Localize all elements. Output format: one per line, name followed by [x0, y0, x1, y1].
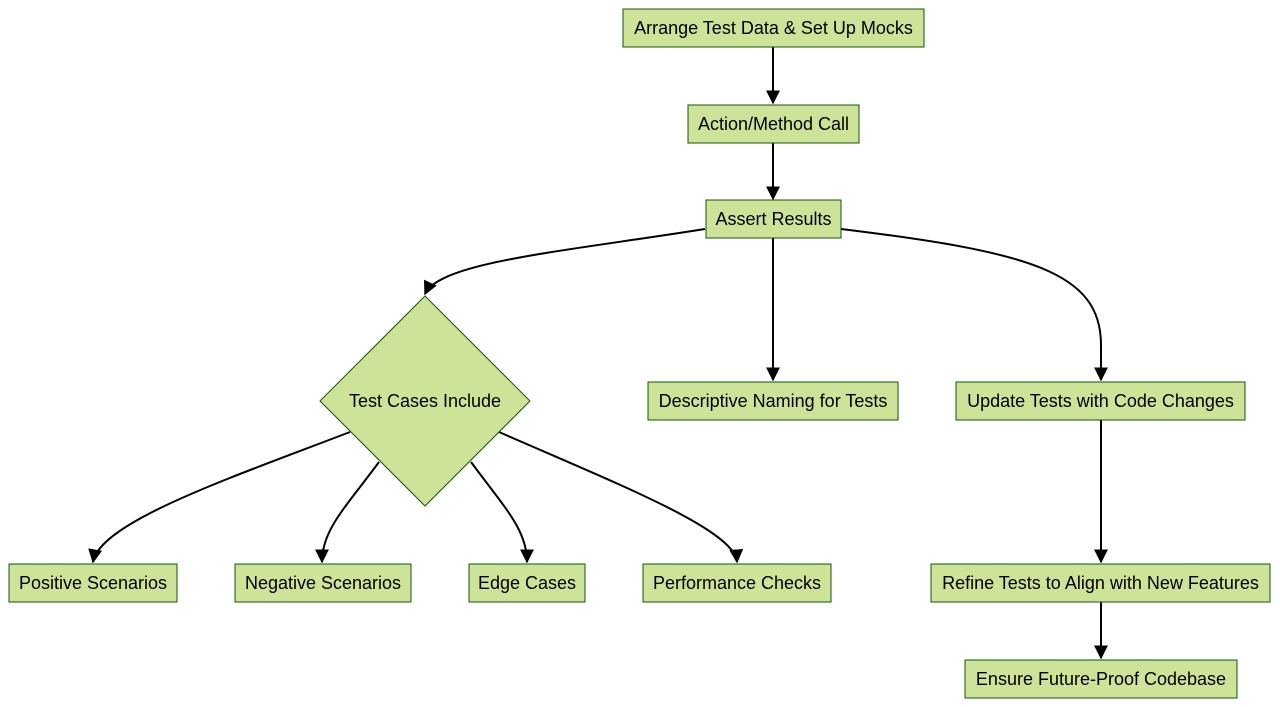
node-positive-label: Positive Scenarios — [19, 573, 167, 593]
node-positive[interactable]: Positive Scenarios — [8, 563, 178, 603]
node-performance-label: Performance Checks — [653, 573, 821, 593]
edge-test-cases-to-performance — [498, 431, 744, 564]
node-negative-label: Negative Scenarios — [245, 573, 401, 593]
node-assert[interactable]: Assert Results — [705, 199, 842, 239]
edge-assert-to-update — [840, 228, 1108, 382]
edges — [88, 47, 1108, 660]
nodes: Arrange Test Data & Set Up Mocks Action/… — [8, 8, 1271, 699]
node-update-label: Update Tests with Code Changes — [967, 391, 1234, 411]
node-arrange[interactable]: Arrange Test Data & Set Up Mocks — [622, 8, 925, 48]
edge-test-cases-to-negative — [315, 461, 380, 564]
node-naming[interactable]: Descriptive Naming for Tests — [647, 381, 899, 421]
node-ensure[interactable]: Ensure Future-Proof Codebase — [964, 659, 1238, 699]
node-refine[interactable]: Refine Tests to Align with New Features — [930, 563, 1271, 603]
node-edge-cases[interactable]: Edge Cases — [468, 563, 586, 603]
node-ensure-label: Ensure Future-Proof Codebase — [976, 669, 1226, 689]
node-action[interactable]: Action/Method Call — [687, 104, 860, 144]
node-refine-label: Refine Tests to Align with New Features — [942, 573, 1259, 593]
node-test-cases-label: Test Cases Include — [349, 391, 501, 411]
edge-test-cases-to-positive — [88, 431, 351, 564]
node-arrange-label: Arrange Test Data & Set Up Mocks — [634, 18, 913, 38]
edge-test-cases-to-edge-cases — [470, 461, 534, 564]
node-update[interactable]: Update Tests with Code Changes — [955, 381, 1246, 421]
node-assert-label: Assert Results — [715, 209, 831, 229]
node-performance[interactable]: Performance Checks — [642, 563, 832, 603]
node-test-cases[interactable]: Test Cases Include — [319, 295, 531, 507]
node-naming-label: Descriptive Naming for Tests — [659, 391, 888, 411]
node-negative[interactable]: Negative Scenarios — [234, 563, 412, 603]
edge-assert-to-test-cases — [424, 228, 706, 296]
node-action-label: Action/Method Call — [698, 114, 849, 134]
node-edge-cases-label: Edge Cases — [478, 573, 576, 593]
